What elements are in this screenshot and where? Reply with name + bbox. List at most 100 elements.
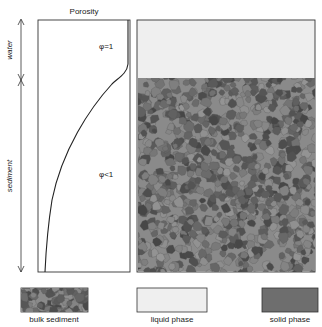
grain (266, 82, 272, 88)
grain (305, 199, 311, 205)
grain (162, 146, 168, 151)
grain (308, 144, 316, 153)
grain (138, 93, 139, 100)
grain (278, 233, 288, 244)
grain (143, 82, 149, 88)
grain (289, 187, 297, 196)
grain (170, 232, 177, 239)
grain (141, 130, 148, 137)
grain (144, 267, 150, 272)
grain (230, 87, 239, 95)
grain (138, 159, 146, 167)
grain (310, 210, 315, 216)
grain (219, 89, 225, 95)
grain (239, 169, 247, 178)
grain (205, 216, 213, 226)
grain (220, 251, 226, 257)
grain (190, 163, 197, 170)
legend-swatch (137, 288, 207, 312)
boundary-tick (18, 74, 24, 86)
grain (221, 218, 230, 227)
grain (279, 204, 289, 216)
grain (220, 268, 229, 272)
grain (238, 261, 243, 266)
porosity-value: φ=1 (97, 43, 115, 51)
grain (261, 233, 268, 240)
grain (200, 257, 209, 266)
arrow-head (18, 266, 24, 272)
grain (220, 176, 228, 183)
grain (315, 184, 316, 190)
grain (196, 234, 206, 243)
grain (273, 177, 280, 185)
grain (183, 235, 192, 243)
layer-label: sediment (6, 160, 14, 192)
grain (296, 230, 304, 239)
porosity-value: φ<1 (97, 171, 115, 179)
grain (301, 205, 310, 214)
grain (289, 220, 300, 229)
grain (226, 110, 236, 120)
grain (202, 84, 208, 90)
grain (193, 221, 202, 231)
grain (204, 138, 212, 146)
arrow-head (18, 19, 24, 25)
grain (138, 249, 145, 255)
grain (200, 130, 209, 138)
legend-label: solid phase (270, 316, 310, 324)
grain (281, 261, 290, 271)
grain (247, 266, 253, 272)
grain (152, 129, 157, 134)
grain (309, 272, 315, 273)
grain (50, 307, 59, 312)
grain (67, 301, 73, 306)
grain (255, 104, 261, 111)
grain (279, 252, 285, 259)
grain (37, 303, 43, 309)
grain (303, 225, 310, 233)
grain (254, 139, 261, 144)
grain (277, 78, 283, 83)
grain (188, 181, 197, 189)
grain (272, 271, 280, 272)
grain (186, 265, 197, 272)
grain (270, 201, 277, 207)
grain (138, 238, 139, 248)
grain (228, 98, 237, 108)
grain (289, 124, 298, 132)
grain (262, 213, 271, 220)
grain (313, 238, 316, 249)
grain (302, 129, 309, 136)
grain (138, 263, 142, 268)
grain (183, 80, 190, 86)
grain (261, 78, 272, 82)
grain (202, 215, 212, 225)
grain (209, 115, 219, 125)
grain (311, 159, 315, 168)
grain (314, 178, 316, 184)
grain (251, 196, 259, 204)
grain (189, 138, 198, 148)
grain (219, 231, 229, 239)
grain (74, 293, 84, 302)
grain (239, 196, 247, 205)
grain (163, 78, 169, 80)
grain (166, 92, 172, 98)
grain (284, 171, 292, 179)
grain (163, 200, 170, 207)
grain (280, 105, 291, 116)
grain (302, 257, 310, 265)
grain (208, 78, 218, 88)
legend-label: liquid phase (151, 316, 194, 324)
grain (201, 161, 210, 171)
grain (219, 118, 228, 125)
grain (195, 177, 202, 183)
grain (266, 262, 274, 270)
grain (311, 199, 315, 207)
grain (57, 295, 65, 304)
grain (293, 253, 301, 261)
grain (199, 204, 208, 212)
grain (295, 199, 304, 207)
grain (38, 302, 46, 311)
